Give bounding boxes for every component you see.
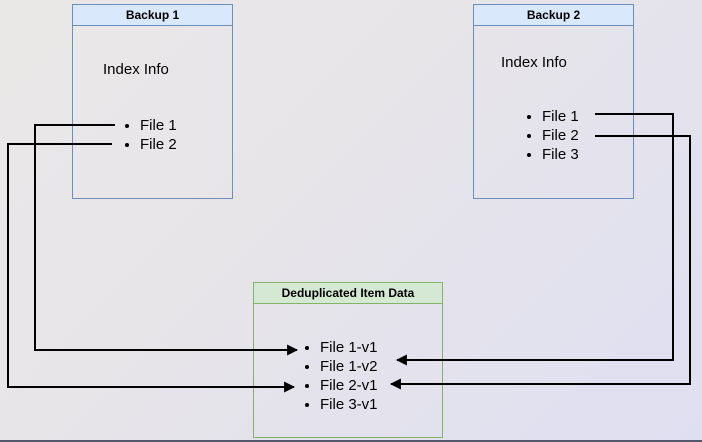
backup2-index-info-label: Index Info <box>501 54 567 71</box>
bullet-icon <box>305 402 309 407</box>
bullet-icon <box>305 345 309 350</box>
backup2-title: Backup 2 <box>526 8 581 22</box>
bullet-icon <box>527 133 531 138</box>
bullet-icon <box>305 364 309 369</box>
list-item: File 1 <box>125 116 177 135</box>
dedup-item-list: File 1-v1 File 1-v2 File 2-v1 File 3-v1 <box>305 338 378 414</box>
list-item: File 1 <box>527 107 579 126</box>
backup2-file-3-label: File 3 <box>542 146 579 163</box>
backup1-header: Backup 1 <box>73 5 232 26</box>
dedup-item-file2-v1-label: File 2-v1 <box>320 377 378 394</box>
list-item: File 3 <box>527 145 579 164</box>
list-item: File 2-v1 <box>305 376 378 395</box>
backup1-title: Backup 1 <box>125 8 180 22</box>
list-item: File 1-v2 <box>305 357 378 376</box>
dedup-item-file1-v1-label: File 1-v1 <box>320 339 378 356</box>
bullet-icon <box>125 123 129 128</box>
backup2-header: Backup 2 <box>474 5 633 26</box>
backup2-file-1-label: File 1 <box>542 108 579 125</box>
backup2-file-list: File 1 File 2 File 3 <box>527 107 579 164</box>
list-item: File 1-v1 <box>305 338 378 357</box>
dedup-item-file3-v1-label: File 3-v1 <box>320 396 378 413</box>
bullet-icon <box>125 142 129 147</box>
list-item: File 2 <box>125 135 177 154</box>
backup2-file-2-label: File 2 <box>542 127 579 144</box>
bullet-icon <box>527 152 531 157</box>
deduplicated-item-data-box: Deduplicated Item Data File 1-v1 File 1-… <box>253 282 443 438</box>
backup1-file-1-label: File 1 <box>140 117 177 134</box>
dedup-item-file1-v2-label: File 1-v2 <box>320 358 378 375</box>
backup1-file-2-label: File 2 <box>140 136 177 153</box>
window-bottom-edge <box>0 440 702 442</box>
backup1-index-info-label: Index Info <box>103 61 169 78</box>
bullet-icon <box>305 383 309 388</box>
backup1-file-list: File 1 File 2 <box>125 116 177 154</box>
dedup-header: Deduplicated Item Data <box>254 283 442 304</box>
list-item: File 2 <box>527 126 579 145</box>
list-item: File 3-v1 <box>305 395 378 414</box>
dedup-title: Deduplicated Item Data <box>281 286 415 300</box>
backup2-box: Backup 2 Index Info File 1 File 2 File 3 <box>473 4 634 199</box>
backup1-box: Backup 1 Index Info File 1 File 2 <box>72 4 233 199</box>
bullet-icon <box>527 114 531 119</box>
